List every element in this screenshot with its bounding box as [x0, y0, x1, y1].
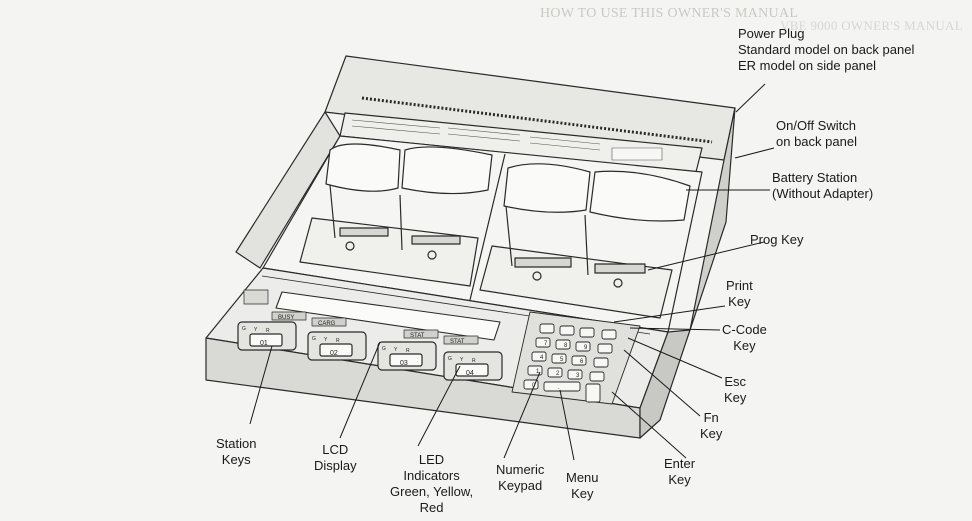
leader-lines	[249, 83, 775, 461]
background-header-right: VBE 9000 OWNER'S MANUAL	[780, 18, 963, 33]
device-left-side	[235, 111, 341, 269]
key-3: 3	[576, 373, 580, 379]
prog-key-label: Prog Key	[750, 232, 804, 247]
led-r-4: R	[472, 358, 476, 364]
key-0: 0	[532, 383, 536, 389]
vent-grille	[361, 96, 713, 144]
led-y-1: Y	[254, 327, 258, 333]
led-g-4: G	[448, 356, 452, 362]
display-tab-2: CARG	[318, 321, 336, 327]
key-1: 1	[536, 369, 540, 375]
led-g-3: G	[382, 346, 386, 352]
station-key-04: 04	[466, 370, 474, 377]
station-key-02: 02	[330, 350, 338, 357]
background-header: HOW TO USE THIS OWNER'S MANUAL	[540, 6, 799, 21]
led-g-1: G	[242, 326, 246, 332]
key-dot: .	[558, 385, 560, 391]
display-tab-1: BUSY	[278, 315, 294, 321]
bay-left	[299, 143, 493, 287]
key-9: 9	[584, 345, 588, 351]
brand-block	[243, 289, 269, 305]
display-tab-4: STAT	[450, 339, 465, 345]
key-2: 2	[556, 371, 560, 377]
bay-right	[479, 163, 691, 319]
led-y-3: Y	[394, 347, 398, 353]
key-7: 7	[544, 341, 548, 347]
station-key-01: 01	[260, 340, 268, 347]
keypad-group	[511, 311, 641, 405]
led-y-2: Y	[324, 337, 328, 343]
key-5: 5	[560, 357, 564, 363]
led-g-2: G	[312, 336, 316, 342]
display-tabs	[271, 311, 479, 345]
led-r-3: R	[406, 348, 410, 354]
led-y-4: Y	[460, 357, 464, 363]
battery-station-label: Battery Station(Without Adapter)	[772, 170, 874, 201]
station-key-03: 03	[400, 360, 408, 367]
display-tab-3: STAT	[410, 333, 425, 339]
led-r-1: R	[266, 328, 270, 334]
led-r-2: R	[336, 338, 340, 344]
station-key-group	[237, 321, 503, 381]
led-markers: G Y R G Y R G Y R G Y R	[242, 326, 476, 364]
key-6: 6	[580, 359, 584, 365]
key-8: 8	[564, 343, 568, 349]
keypad-digits: 7 8 9 4 5 6 1 2 3 0 .	[532, 341, 588, 391]
key-4: 4	[540, 355, 544, 361]
lcd-display	[275, 291, 501, 341]
